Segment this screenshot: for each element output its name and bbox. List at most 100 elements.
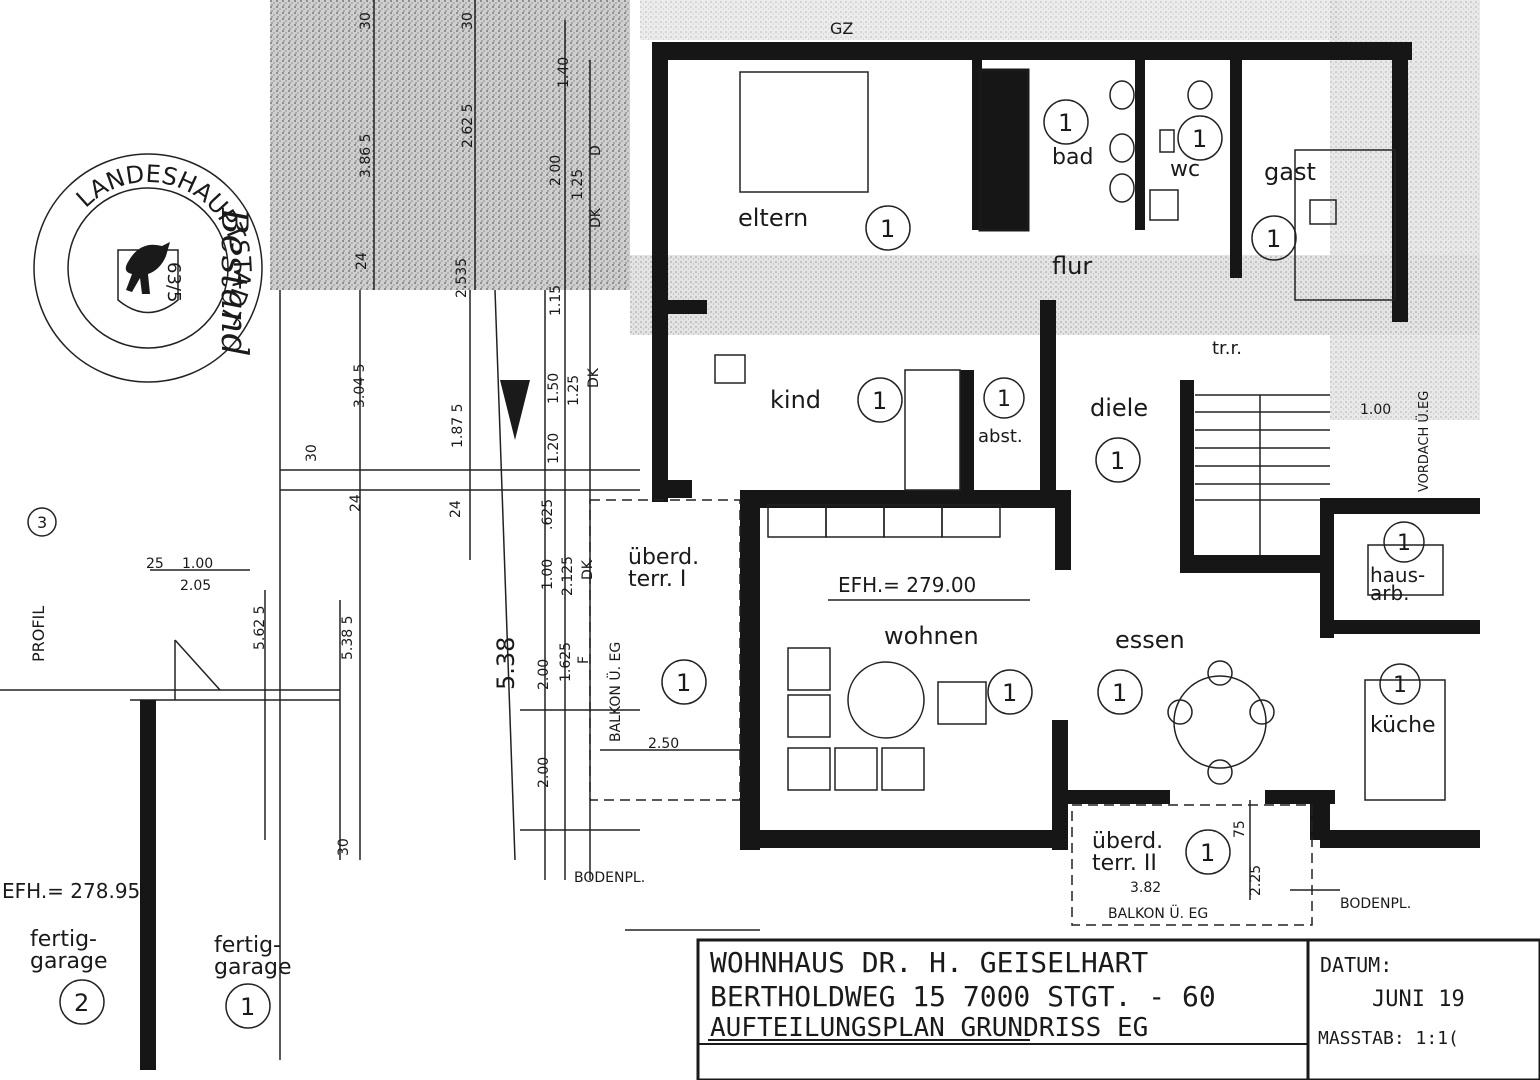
room-label-garage-right-line2: garage xyxy=(214,955,291,980)
room-label-wc: wc xyxy=(1170,157,1200,182)
vordach-dim: 1.00 xyxy=(1360,402,1391,418)
unit-hausarb: 1 xyxy=(1397,531,1411,556)
unit-garage-left: 2 xyxy=(74,989,89,1017)
svg-text:F: F xyxy=(576,656,592,664)
room-label-wohnen: wohnen xyxy=(884,622,979,650)
unit-kind: 1 xyxy=(872,387,887,415)
room-label-abst: abst. xyxy=(978,426,1023,447)
svg-text:24: 24 xyxy=(448,500,464,518)
unit-gast: 1 xyxy=(1266,225,1281,253)
room-label-ueberd1: überd. xyxy=(628,545,699,570)
svg-text:1.50: 1.50 xyxy=(546,373,562,404)
svg-text:1.87 5: 1.87 5 xyxy=(450,403,466,448)
profil-number: 3 xyxy=(37,513,47,532)
bodenpl-label-2: BODENPL. xyxy=(1340,896,1411,912)
title-line-2: BERTHOLDWEG 15 7000 STGT. - 60 xyxy=(710,980,1216,1013)
svg-text:2.00: 2.00 xyxy=(548,155,564,186)
svg-text:2.00: 2.00 xyxy=(536,659,552,690)
unit-ueberd1: 1 xyxy=(676,669,691,697)
title-block: WOHNHAUS DR. H. GEISELHART BERTHOLDWEG 1… xyxy=(696,938,1540,1080)
svg-text:30: 30 xyxy=(304,444,320,462)
svg-text:2.62 5: 2.62 5 xyxy=(460,103,476,148)
fixtures xyxy=(174,71,1446,926)
walls xyxy=(140,42,1480,1070)
svg-text:DK: DK xyxy=(586,367,602,388)
svg-text:1.40: 1.40 xyxy=(556,57,572,88)
room-label-hausarb: haus- xyxy=(1370,563,1425,587)
svg-text:.625: .625 xyxy=(540,499,556,530)
svg-text:3.04 5: 3.04 5 xyxy=(352,363,368,408)
room-label-bad: bad xyxy=(1052,145,1093,170)
unit-diele: 1 xyxy=(1110,447,1125,475)
svg-text:3.86 5: 3.86 5 xyxy=(358,133,374,178)
svg-text:1.00: 1.00 xyxy=(540,559,556,590)
horse-icon xyxy=(125,242,170,294)
unit-garage-right: 1 xyxy=(240,993,255,1021)
unit-essen: 1 xyxy=(1112,679,1127,707)
dimension-lines xyxy=(0,0,1340,1060)
dimension-texts: 30 30 3.86 5 2.62 5 1.40 2.00 1.25 DK D … xyxy=(146,12,1264,896)
room-label-garage-right: fertig- xyxy=(214,933,281,958)
unit-bad: 1 xyxy=(1058,109,1073,137)
massstab-label: MASSTAB: 1:1( xyxy=(1318,1028,1459,1049)
datum-label: DATUM: xyxy=(1320,953,1392,977)
profil-label: PROFIL xyxy=(29,606,48,662)
unit-wc: 1 xyxy=(1192,125,1207,153)
svg-text:24: 24 xyxy=(354,252,370,270)
room-label-diele: diele xyxy=(1090,394,1148,422)
room-label-ueberd1-line2: terr. I xyxy=(628,567,686,592)
svg-text:5.38: 5.38 xyxy=(492,637,520,690)
svg-text:1.25: 1.25 xyxy=(570,169,586,200)
room-label-eltern: eltern xyxy=(738,204,808,232)
svg-text:1.00: 1.00 xyxy=(182,556,213,572)
svg-text:2.50: 2.50 xyxy=(648,736,679,752)
svg-text:2.05: 2.05 xyxy=(180,578,211,594)
title-line-1: WOHNHAUS DR. H. GEISELHART xyxy=(710,946,1148,979)
svg-text:24: 24 xyxy=(348,494,364,512)
svg-text:1.25: 1.25 xyxy=(566,375,582,406)
north-mark-label: GZ xyxy=(830,19,853,38)
unit-abst: 1 xyxy=(997,387,1011,412)
efh-main-label: EFH.= 279.00 xyxy=(838,573,976,597)
svg-text:D: D xyxy=(588,145,604,156)
room-label-hausarb-line2: arb. xyxy=(1370,581,1410,605)
room-label-garage-left: fertig- xyxy=(30,927,97,952)
unit-ueberd2: 1 xyxy=(1200,839,1215,867)
svg-text:75: 75 xyxy=(1232,820,1248,838)
svg-text:1.625: 1.625 xyxy=(558,642,574,682)
annotations: EFH.= 279.00 EFH.= 278.95 tr.r. PROFIL 3… xyxy=(2,338,1432,922)
stamp-number: 63/5 xyxy=(163,262,184,302)
vordach-label: VORDACH Ü.EG xyxy=(1415,391,1432,492)
room-label-gast: gast xyxy=(1264,158,1316,186)
room-label-essen: essen xyxy=(1115,626,1185,654)
room-label-flur: flur xyxy=(1052,252,1092,280)
title-line-3: AUFTEILUNGSPLAN GRUNDRISS EG xyxy=(710,1013,1148,1043)
svg-text:25: 25 xyxy=(146,556,164,572)
svg-text:2.00: 2.00 xyxy=(536,757,552,788)
room-label-garage-left-line2: garage xyxy=(30,949,107,974)
north-arrow-icon xyxy=(500,380,530,440)
svg-text:30: 30 xyxy=(460,12,476,30)
treppe-label: tr.r. xyxy=(1212,338,1242,359)
svg-text:DK: DK xyxy=(580,559,596,580)
svg-text:30: 30 xyxy=(336,838,352,856)
svg-text:5.38 5: 5.38 5 xyxy=(340,615,356,660)
balkon-label-2: BALKON Ü. EG xyxy=(1108,904,1208,922)
unit-wohnen: 1 xyxy=(1002,679,1017,707)
room-label-ueberd2: überd. xyxy=(1092,829,1163,854)
unit-kueche: 1 xyxy=(1393,673,1407,698)
svg-text:5.62 5: 5.62 5 xyxy=(252,605,268,650)
svg-text:2.25: 2.25 xyxy=(1248,865,1264,896)
room-label-kind: kind xyxy=(770,386,821,414)
scan-shading xyxy=(270,0,1480,420)
svg-text:1.20: 1.20 xyxy=(546,433,562,464)
room-labels: eltern 1 bad 1 wc 1 gast 1 flur kind 1 a… xyxy=(30,99,1436,1029)
unit-eltern: 1 xyxy=(880,215,895,243)
datum-value: JUNI 19 xyxy=(1372,987,1465,1012)
svg-text:1.15: 1.15 xyxy=(548,285,564,316)
balkon-label-1: BALKON Ü. EG xyxy=(606,642,624,742)
efh-garage-label: EFH.= 278.95 xyxy=(2,879,140,903)
svg-text:30: 30 xyxy=(358,12,374,30)
room-label-ueberd2-line2: terr. II xyxy=(1092,851,1157,876)
